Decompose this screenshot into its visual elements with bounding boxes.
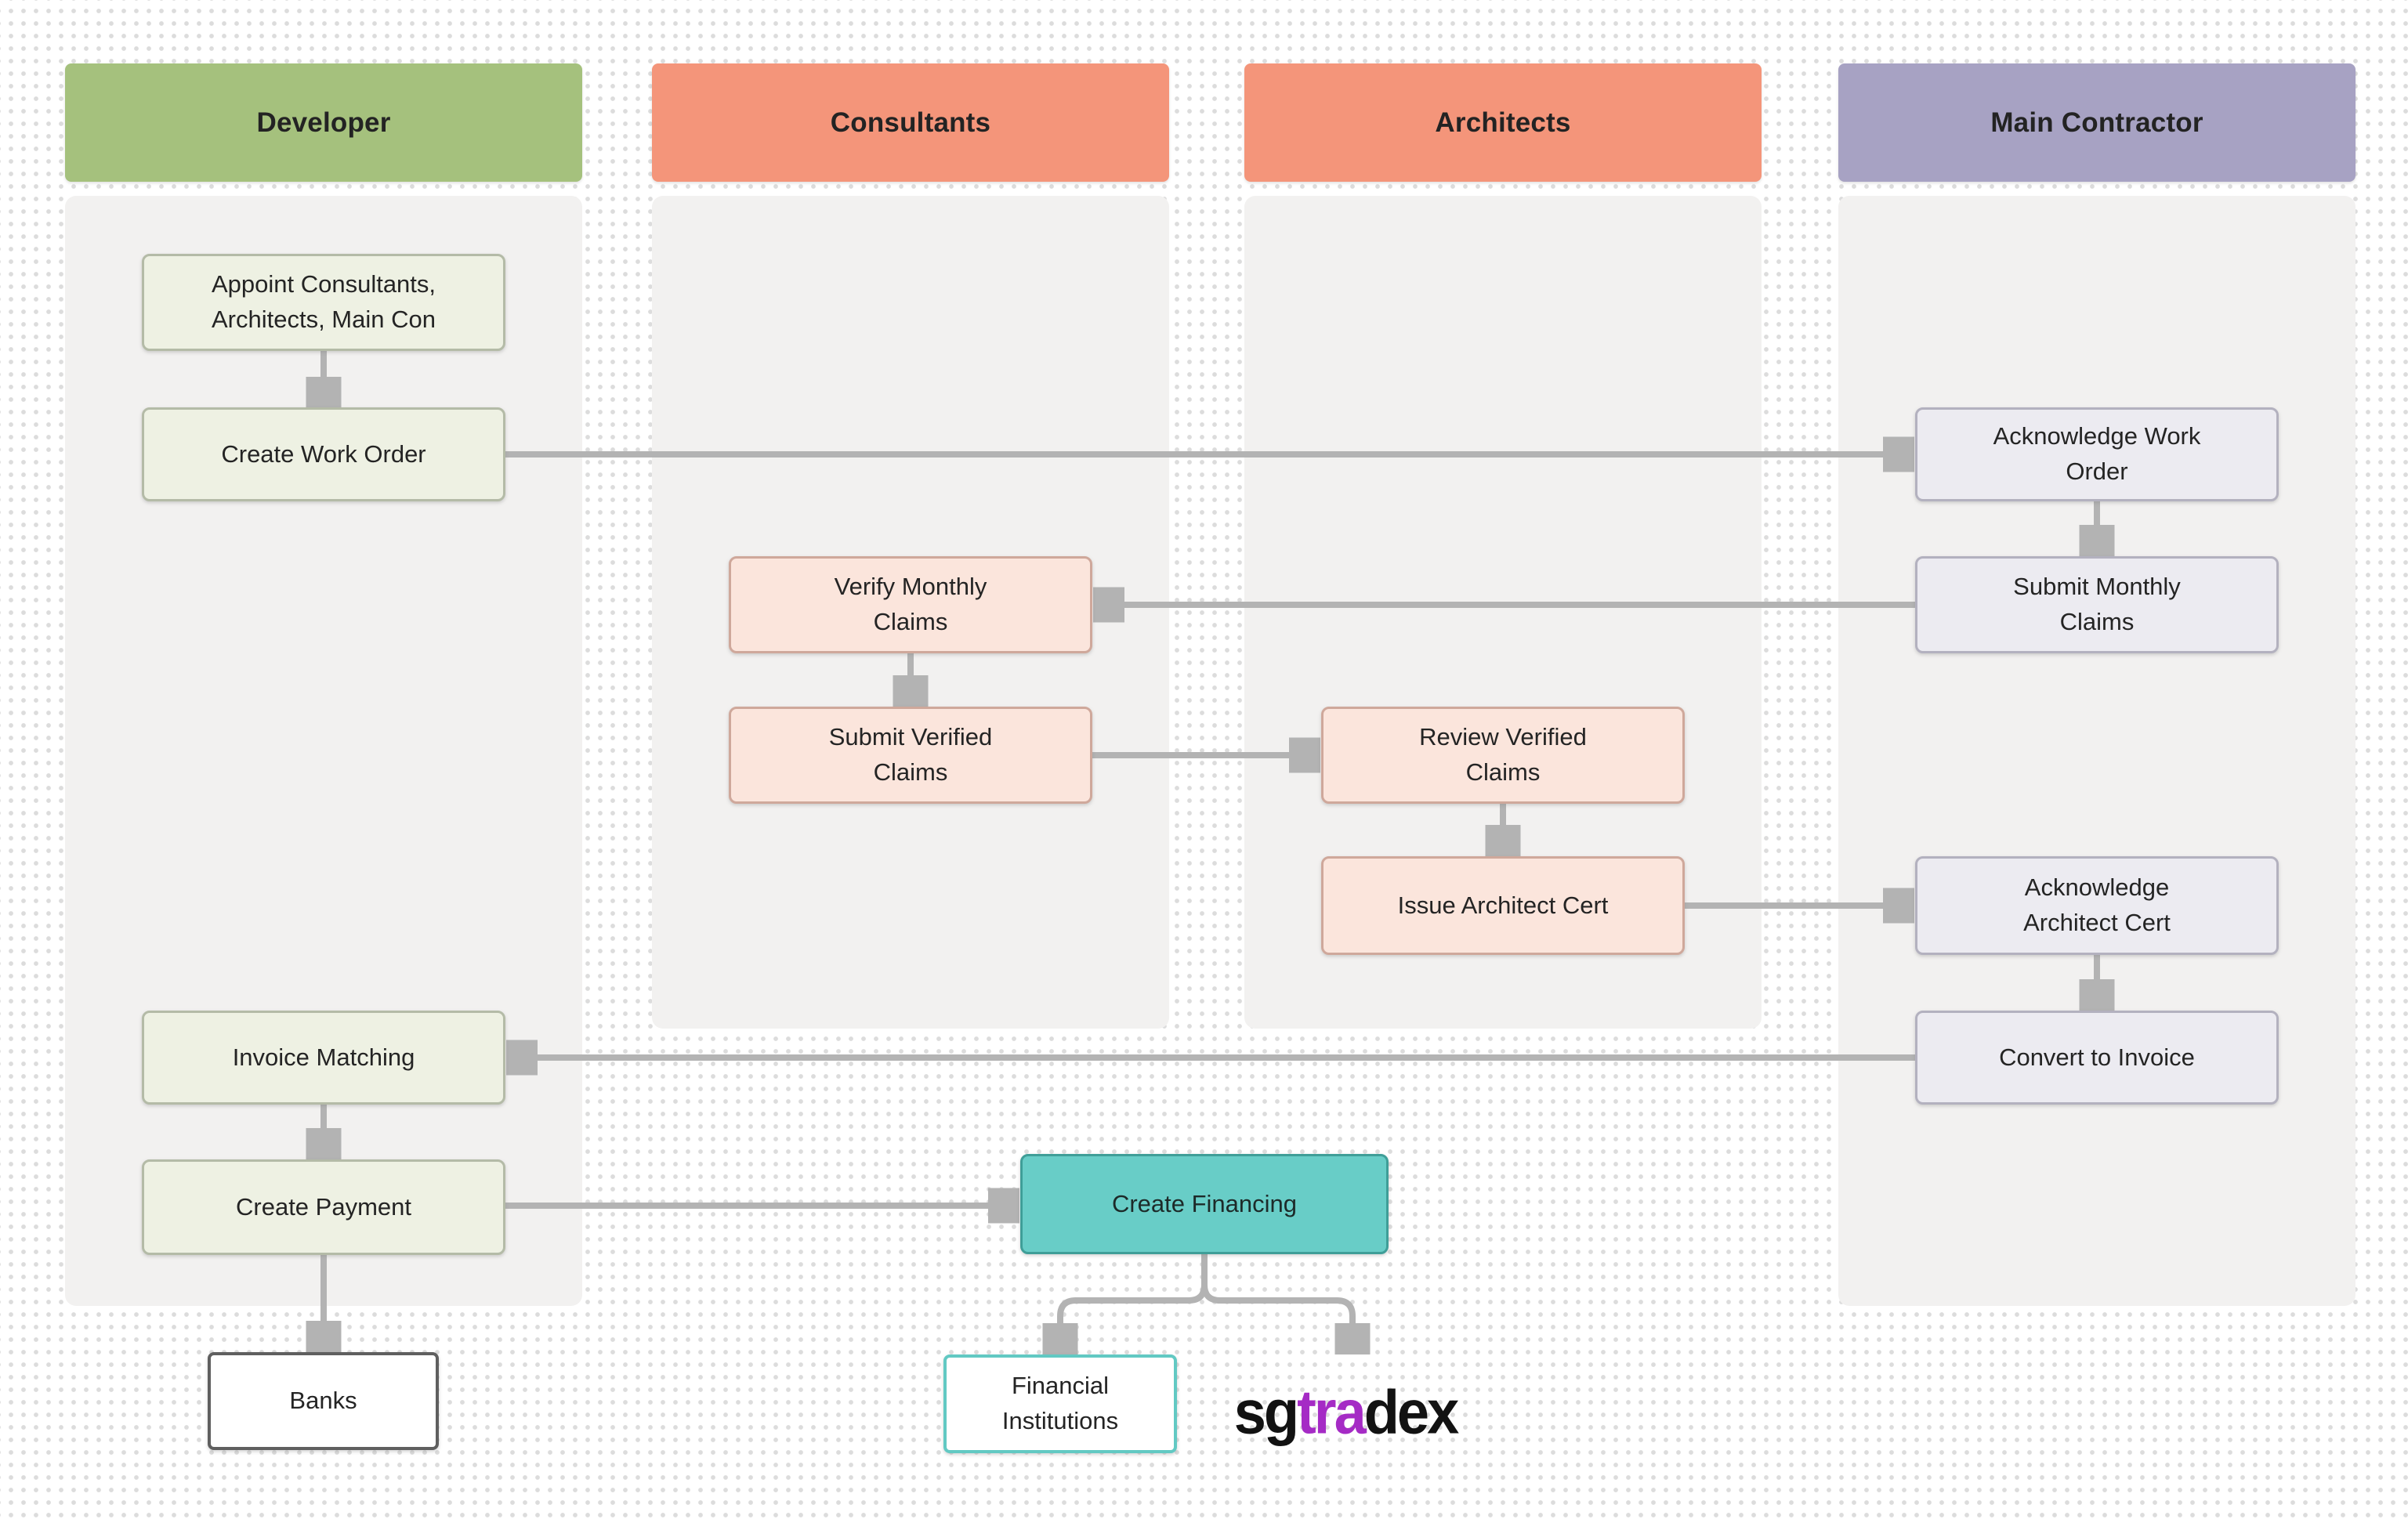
node-review-verified-claims: Review Verified Claims (1321, 707, 1685, 804)
sgtradex-logo-tra: tra (1297, 1377, 1367, 1446)
sgtradex-logo-sg: sg (1233, 1377, 1299, 1446)
node-acknowledge-architect-cert: Acknowledge Architect Cert (1915, 856, 2279, 955)
node-create-financing: Create Financing (1020, 1154, 1389, 1254)
arrow-create-financing-to-sgtradex (1201, 1254, 1352, 1326)
node-issue-architect-cert: Issue Architect Cert (1321, 856, 1685, 955)
lane-header-consultants: Consultants (652, 63, 1169, 182)
sgtradex-logo-dex: dex (1363, 1377, 1460, 1446)
lane-header-developer: Developer (65, 63, 582, 182)
node-submit-monthly-claims: Submit Monthly Claims (1915, 556, 2279, 653)
node-banks: Banks (208, 1352, 439, 1450)
node-invoice-matching: Invoice Matching (142, 1011, 505, 1105)
node-financial-institutions: Financial Institutions (943, 1354, 1177, 1453)
node-convert-to-invoice: Convert to Invoice (1915, 1011, 2279, 1105)
node-appoint-consultants: Appoint Consultants, Architects, Main Co… (142, 254, 505, 351)
node-create-payment: Create Payment (142, 1159, 505, 1255)
lane-header-architects: Architects (1244, 63, 1762, 182)
node-acknowledge-work-order: Acknowledge Work Order (1915, 407, 2279, 501)
arrow-create-financing-to-financial-institutions (1060, 1254, 1208, 1326)
node-create-work-order: Create Work Order (142, 407, 505, 501)
node-submit-verified-claims: Submit Verified Claims (729, 707, 1092, 804)
lane-main-contractor (1838, 196, 2355, 1306)
lane-header-main-contractor: Main Contractor (1838, 63, 2355, 182)
node-verify-monthly-claims: Verify Monthly Claims (729, 556, 1092, 653)
